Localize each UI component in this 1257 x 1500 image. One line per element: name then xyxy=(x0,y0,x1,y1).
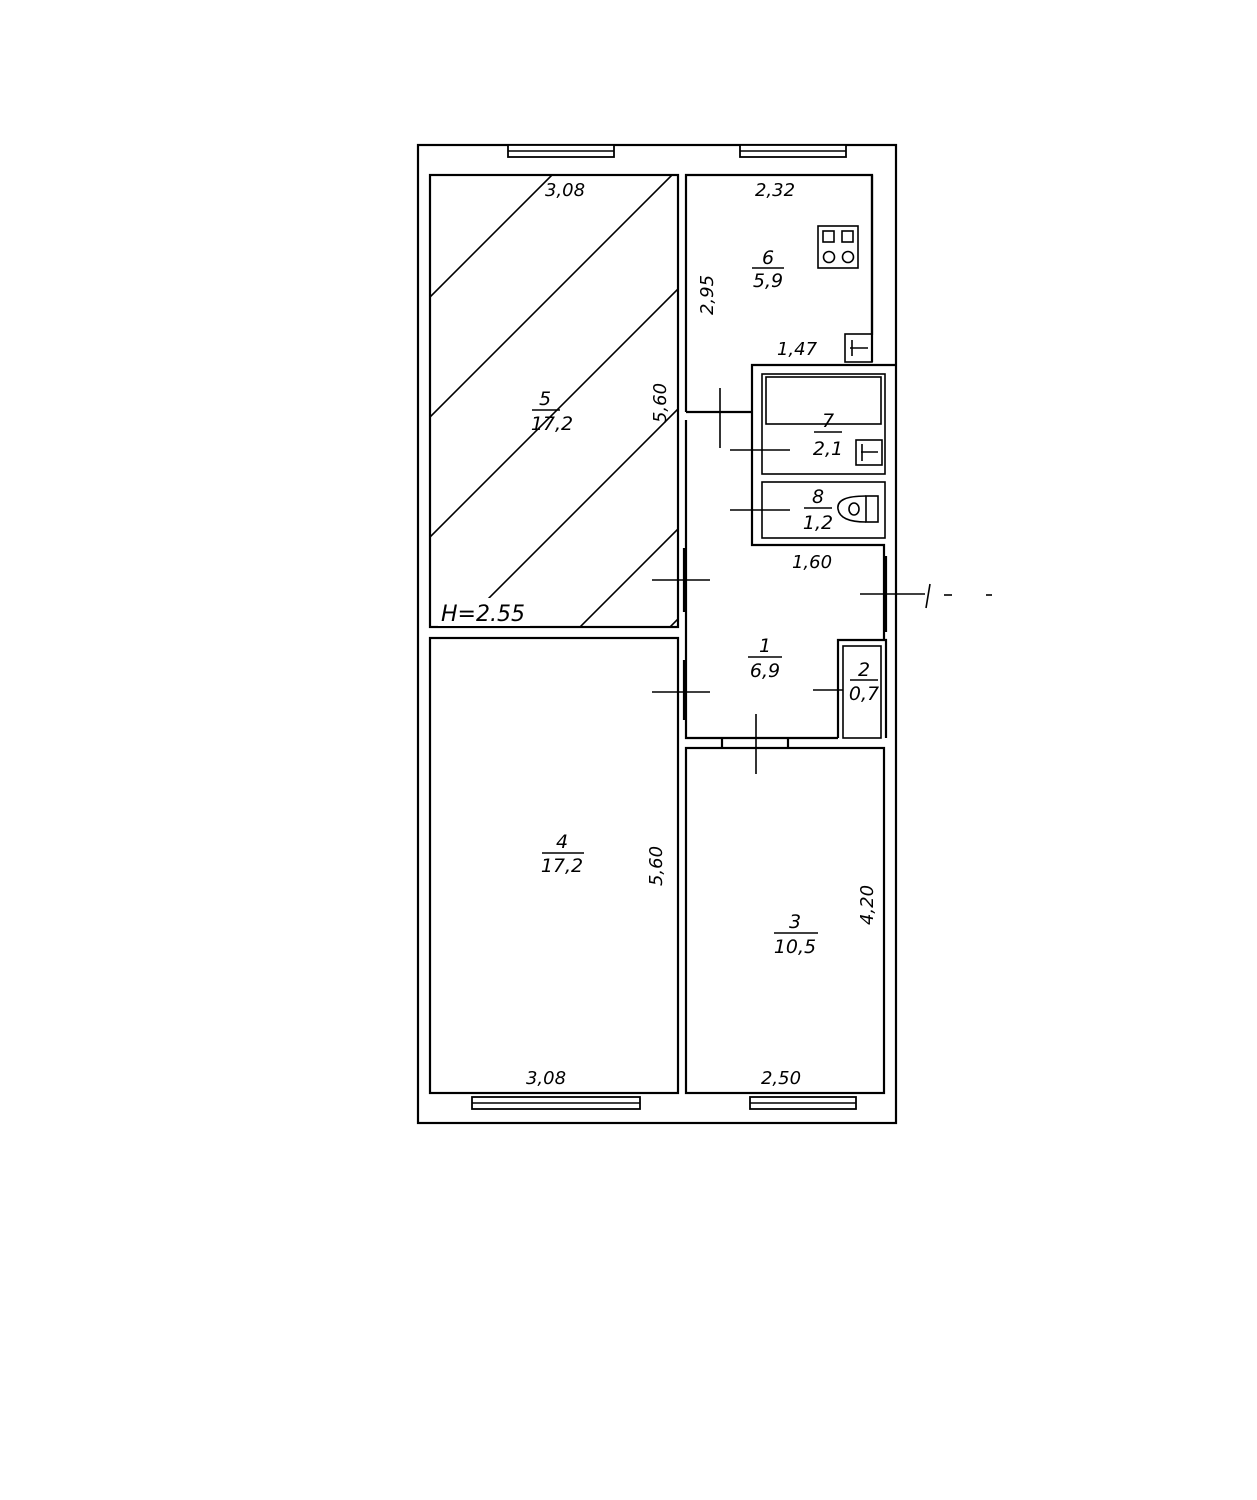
room-7 xyxy=(750,363,896,475)
room-label-8: 8 1,2 xyxy=(803,486,833,534)
room-area: 5,9 xyxy=(753,270,783,292)
window-room4 xyxy=(471,1096,641,1110)
room-area: 2,1 xyxy=(813,438,843,460)
room-label-2: 2 0,7 xyxy=(849,659,879,705)
dim-room4-length: 5,60 xyxy=(646,846,667,886)
windows xyxy=(471,144,857,1110)
washbasin-icon xyxy=(855,439,883,466)
room-3 xyxy=(684,738,886,1095)
room-area: 6,9 xyxy=(750,660,780,682)
sink-icon xyxy=(844,333,873,363)
room-number: 6 xyxy=(762,247,774,269)
room-label-1: 1 6,9 xyxy=(748,635,782,682)
room-label-5: 5 17,2 xyxy=(531,388,573,435)
room-label-3: 3 10,5 xyxy=(774,911,818,958)
room-number: 1 xyxy=(759,635,771,657)
room-area: 1,2 xyxy=(803,512,833,534)
dim-room3-length: 4,20 xyxy=(857,885,878,925)
room-area: 17,2 xyxy=(541,855,583,877)
room-number: 4 xyxy=(556,831,568,853)
room-label-6: 6 5,9 xyxy=(752,247,784,292)
room-area: 17,2 xyxy=(531,413,573,435)
dim-room4-width: 3,08 xyxy=(526,1068,566,1089)
toilet-icon xyxy=(837,495,879,523)
room-number: 3 xyxy=(789,911,801,933)
window-room5 xyxy=(507,144,615,158)
door-marks xyxy=(652,388,843,774)
room-label-4: 4 17,2 xyxy=(541,831,584,877)
room-number: 2 xyxy=(858,659,870,681)
room-6 xyxy=(684,173,874,414)
dim-room6-width: 2,32 xyxy=(755,180,795,201)
dim-room5-length: 5,60 xyxy=(650,383,671,423)
room-number: 7 xyxy=(822,410,834,432)
svg-text:H=2.55: H=2.55 xyxy=(441,602,525,627)
bathtub-icon xyxy=(765,376,882,425)
room-2 xyxy=(836,638,888,739)
room-4 xyxy=(428,636,680,1095)
room-number: 5 xyxy=(539,388,551,410)
dim-corridor-width: 1,60 xyxy=(792,552,832,573)
dimension-labels: 3,08 5,60 2,32 2,95 1,47 1,60 5,60 3,08 … xyxy=(526,180,878,1089)
stove-icon xyxy=(817,225,859,269)
dim-room5-width: 3,08 xyxy=(545,180,585,201)
dim-room3-width: 2,50 xyxy=(761,1068,801,1089)
room-area: 0,7 xyxy=(849,683,879,705)
dim-room6-length: 2,95 xyxy=(697,275,718,315)
dim-room6-bottom: 1,47 xyxy=(777,339,818,360)
window-room6 xyxy=(739,144,847,158)
outer-walls xyxy=(416,143,898,1125)
entrance-arrow xyxy=(860,583,992,609)
room-label-7: 7 2,1 xyxy=(813,410,843,460)
room-number: 8 xyxy=(812,486,824,508)
window-room3 xyxy=(749,1096,857,1110)
room-area: 10,5 xyxy=(774,936,816,958)
ceiling-height-label: H=2.55 xyxy=(438,598,530,627)
